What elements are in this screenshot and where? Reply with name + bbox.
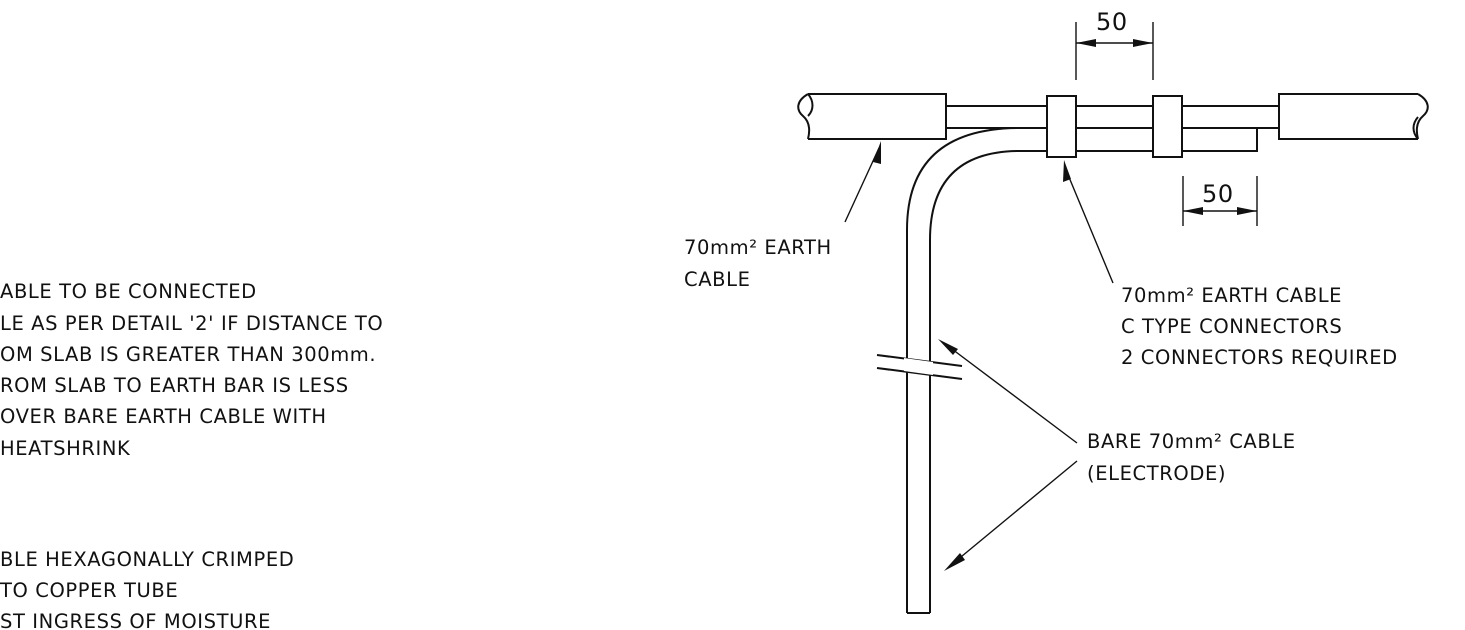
note-line: ROM SLAB TO EARTH BAR IS LESS — [0, 374, 349, 397]
arrowhead — [873, 141, 881, 164]
cable-left-segment — [808, 93, 947, 140]
electrode-inner-edge — [906, 127, 1021, 613]
note-line: TO COPPER TUBE — [0, 579, 178, 602]
labels: 70mm² EARTH CABLE 70mm² EARTH CABLE C TY… — [684, 236, 1398, 485]
insulated-earth-cable — [797, 93, 1429, 140]
note-line: OM SLAB IS GREATER THAN 300mm. — [0, 343, 376, 366]
dimension-top: 50 — [1075, 8, 1154, 80]
dimension-overlap: 50 — [1182, 176, 1258, 226]
dimension-value: 50 — [1202, 180, 1234, 208]
note-line: BLE HEXAGONALLY CRIMPED — [0, 548, 294, 571]
c-type-connectors — [1046, 95, 1183, 158]
break-mark-lower — [876, 367, 963, 380]
label-connectors: 70mm² EARTH CABLE — [1121, 284, 1342, 307]
label-bare-cable: (ELECTRODE) — [1087, 462, 1226, 485]
note-line: LE AS PER DETAIL '2' IF DISTANCE TO — [0, 312, 383, 335]
leader-earth-cable — [844, 147, 880, 223]
cable-right-break-inner — [1412, 116, 1419, 140]
note-line: ST INGRESS OF MOISTURE — [0, 610, 271, 630]
cable-left-break-inner — [807, 93, 814, 117]
arrowhead — [1133, 39, 1153, 47]
leaders — [844, 141, 1114, 571]
label-bare-cable: BARE 70mm² CABLE — [1087, 430, 1296, 453]
arrowhead — [944, 553, 965, 571]
leader-bare-cable-lower — [949, 460, 1078, 567]
label-earth-cable: 70mm² EARTH — [684, 236, 832, 259]
dimension-value: 50 — [1096, 8, 1128, 36]
connector-left — [1046, 95, 1077, 158]
cable-left-break — [797, 93, 811, 140]
arrowhead — [1237, 207, 1257, 215]
leader-connectors — [1065, 169, 1114, 284]
note-line: HEATSHRINK — [0, 437, 131, 460]
electrode-outer-edge — [929, 128, 1258, 613]
break-gap — [904, 358, 933, 375]
arrowhead — [938, 339, 958, 355]
cable-right-segment — [1278, 93, 1418, 140]
connector-right — [1152, 95, 1183, 158]
bare-electrode-cable — [876, 127, 1258, 614]
note-line: ABLE TO BE CONNECTED — [0, 280, 257, 303]
note-line: OVER BARE EARTH CABLE WITH — [0, 405, 327, 428]
arrowhead — [1183, 207, 1203, 215]
label-connectors: 2 CONNECTORS REQUIRED — [1121, 346, 1398, 369]
label-earth-cable: CABLE — [684, 268, 751, 291]
label-connectors: C TYPE CONNECTORS — [1121, 315, 1342, 338]
cable-right-break — [1415, 93, 1429, 140]
arrowhead — [1063, 160, 1071, 182]
leader-bare-cable-upper — [943, 342, 1078, 444]
notes-left: ABLE TO BE CONNECTED LE AS PER DETAIL '2… — [0, 280, 383, 630]
arrowhead — [1076, 39, 1096, 47]
